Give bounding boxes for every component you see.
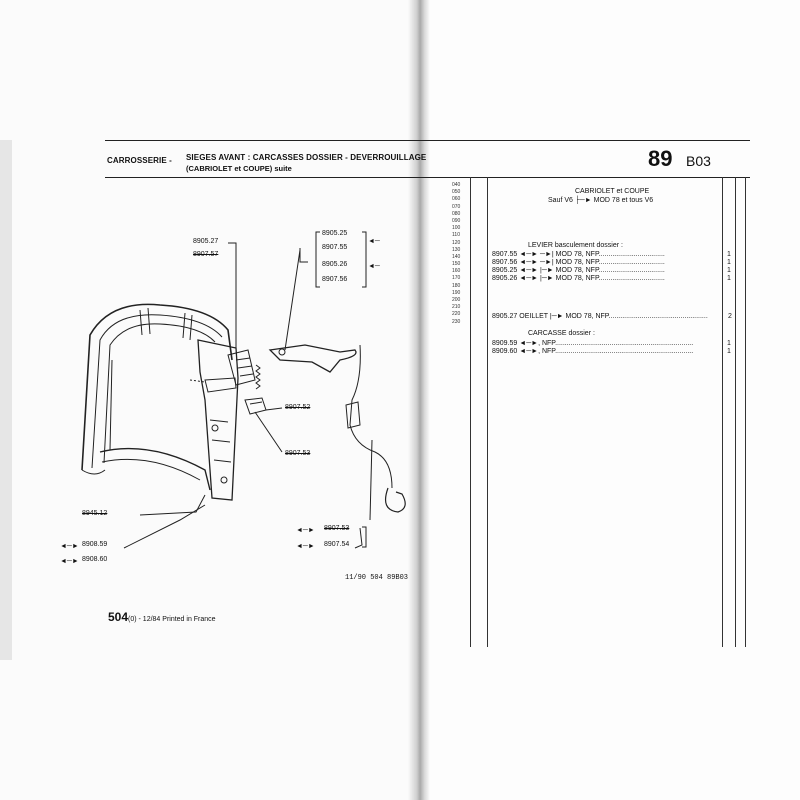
part-description: ◄─►, NFP................................… — [519, 348, 694, 355]
ref-8908-60: 8908.60 — [82, 556, 108, 563]
line-number: 140 — [452, 253, 461, 260]
line-number: 110 — [452, 232, 460, 239]
col-rule-5 — [745, 177, 746, 647]
line-number: 070 — [452, 203, 461, 210]
ref-8905-25: 8905.25 — [322, 230, 348, 237]
ref-8907-57: 8907.57 — [193, 251, 219, 258]
col-rule-4 — [735, 177, 736, 647]
svg-text:◄─►: ◄─► — [296, 543, 315, 550]
line-number: 120 — [452, 239, 461, 246]
line-number: 050 — [452, 189, 461, 196]
part-description: ◄─►, NFP................................… — [519, 340, 694, 347]
line-number: 090 — [452, 217, 461, 224]
part-qty: 1 — [727, 340, 731, 347]
footer-page-number: 504 — [108, 610, 129, 624]
line-number: 100 — [452, 225, 461, 232]
table-row: 8905.27 OEILLET |─► MOD 78, NFP.........… — [492, 313, 724, 320]
ref-8907-52: 8907.52 — [285, 404, 311, 411]
line-number: 130 — [452, 246, 461, 253]
line-number: 230 — [452, 318, 461, 325]
line-number: 170 — [452, 275, 461, 282]
table-row: 8905.25 ◄─► |─► MOD 78, NFP.............… — [492, 267, 724, 274]
line-number: 080 — [452, 210, 461, 217]
line-number: 200 — [452, 297, 461, 303]
part-description: ◄─► |─► MOD 78, NFP.....................… — [519, 267, 665, 274]
exploded-diagram: ◄─ ◄─ ◄─► ◄─► ◄─► ◄─► — [60, 231, 406, 565]
ref-8907-53-upper: 8907.53 — [285, 450, 311, 457]
svg-text:◄─: ◄─ — [368, 238, 380, 245]
header-subtitle: (CABRIOLET et COUPE) suite — [186, 164, 292, 173]
group-carcasse: CARCASSE dossier : — [528, 330, 595, 337]
line-number: 220 — [452, 311, 461, 318]
part-code: 8909.60 — [492, 348, 518, 355]
part-qty: 2 — [728, 313, 732, 320]
ref-8905-26: 8905.26 — [322, 261, 348, 268]
left-page — [0, 0, 418, 800]
svg-text:◄─►: ◄─► — [296, 527, 315, 534]
header-category: CARROSSERIE - — [107, 156, 172, 165]
part-qty: 1 — [727, 251, 731, 258]
col-rule-1 — [470, 177, 471, 647]
ref-8907-53-lower: 8907.53 — [324, 525, 350, 532]
part-description: ◄─► ─►| MOD 78, NFP.....................… — [519, 251, 665, 258]
ref-8907-55: 8907.55 — [322, 244, 348, 251]
table-row: 8907.56 ◄─► ─►| MOD 78, NFP.............… — [492, 259, 724, 266]
line-number: 040 — [452, 182, 461, 188]
footer-print-info: (0) - 12/84 Printed in France — [128, 616, 216, 623]
part-qty: 1 — [727, 348, 731, 355]
group-levier: LEVIER basculement dossier : — [528, 242, 623, 249]
ref-8907-54: 8907.54 — [324, 541, 350, 548]
part-qty: 1 — [727, 275, 731, 282]
drawing-code: 11/90 504 89B03 — [345, 574, 409, 582]
line-number: 180 — [452, 282, 461, 289]
part-description: OEILLET |─► MOD 78, NFP.................… — [519, 313, 708, 320]
line-number: 150 — [452, 261, 461, 268]
svg-text:◄─►: ◄─► — [60, 543, 79, 550]
page-gutter — [408, 0, 430, 800]
ref-8945-12: 8945.12 — [82, 510, 108, 517]
col-rule-3 — [722, 177, 723, 647]
col-rule-2 — [487, 177, 488, 647]
part-code: 8907.56 — [492, 259, 518, 266]
table-row: 8909.60 ◄─►, NFP........................… — [492, 348, 724, 355]
header-title: SIEGES AVANT : CARCASSES DOSSIER - DEVER… — [186, 153, 427, 162]
part-code: 8907.55 — [492, 251, 518, 258]
section-subtitle: Sauf V6 ├─► MOD 78 et tous V6 — [548, 197, 654, 204]
svg-text:◄─►: ◄─► — [60, 558, 79, 565]
ref-8907-56: 8907.56 — [322, 276, 348, 283]
line-number: 060 — [452, 196, 461, 203]
table-row: 8909.59 ◄─►, NFP........................… — [492, 340, 724, 347]
footer: 504(0) - 12/84 Printed in France — [108, 610, 216, 624]
part-qty: 1 — [727, 259, 731, 266]
ref-8905-27: 8905.27 — [193, 238, 219, 245]
line-number: 160 — [452, 268, 461, 275]
right-page — [418, 0, 800, 800]
part-code: 8905.25 — [492, 267, 518, 274]
section-title: CABRIOLET et COUPE — [575, 188, 650, 195]
header-top-rule — [105, 140, 420, 141]
header-bottom-rule — [105, 177, 420, 178]
group-number: 89 — [648, 146, 673, 171]
right-header-bottom-rule — [420, 177, 750, 178]
line-number: 190 — [452, 289, 461, 296]
line-numbers: 040 050 060 070 080 090 100 110 120 130 … — [452, 182, 460, 326]
line-number: 210 — [452, 304, 461, 311]
part-code: 8905.26 — [492, 275, 518, 282]
part-code: 8905.27 — [492, 313, 518, 320]
scan-edge — [0, 140, 12, 660]
part-qty: 1 — [727, 267, 731, 274]
right-header-top-rule — [420, 140, 750, 141]
table-row: 8905.26 ◄─► |─► MOD 78, NFP.............… — [492, 275, 724, 282]
plate-code: B03 — [686, 153, 711, 169]
part-description: ◄─► ─►| MOD 78, NFP.....................… — [519, 259, 665, 266]
table-row: 8907.55 ◄─► ─►| MOD 78, NFP.............… — [492, 251, 724, 258]
ref-8908-59: 8908.59 — [82, 541, 108, 548]
svg-text:◄─: ◄─ — [368, 263, 380, 270]
part-code: 8909.59 — [492, 340, 518, 347]
part-description: ◄─► |─► MOD 78, NFP.....................… — [519, 275, 665, 282]
